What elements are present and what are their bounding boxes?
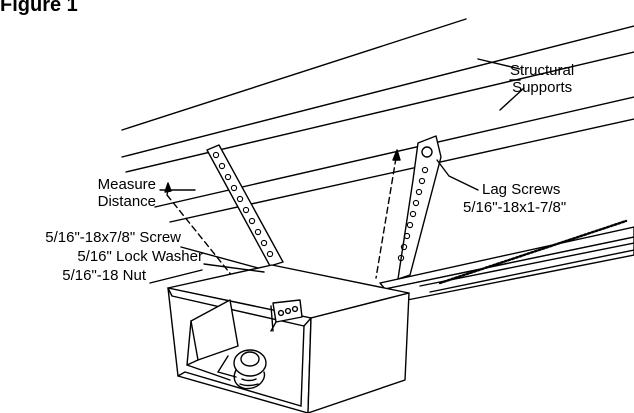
left-hanging-strap xyxy=(207,145,283,266)
screw-label: 5/16"-18x7/8" Screw xyxy=(45,229,181,246)
rail xyxy=(380,221,634,303)
label-leaders xyxy=(150,160,478,283)
figure-title: Figure 1 xyxy=(0,0,78,16)
lag-screws-size-label: 5/16"-18x1-7/8" xyxy=(463,199,567,216)
lock-washer-label: 5/16" Lock Washer xyxy=(77,248,203,265)
terminal-block xyxy=(271,300,302,331)
right-hanging-strap xyxy=(398,136,441,279)
opener-motor-unit xyxy=(168,265,409,413)
structural-supports-leaders xyxy=(478,59,524,110)
structural-support-lines xyxy=(122,19,634,222)
nut-label: 5/16"-18 Nut xyxy=(62,267,146,284)
measure-distance-label: Measure Distance xyxy=(97,176,156,210)
structural-supports-label: Structural Supports xyxy=(510,62,575,96)
lag-screws-label: Lag Screws xyxy=(482,181,561,198)
light-socket xyxy=(218,350,266,389)
